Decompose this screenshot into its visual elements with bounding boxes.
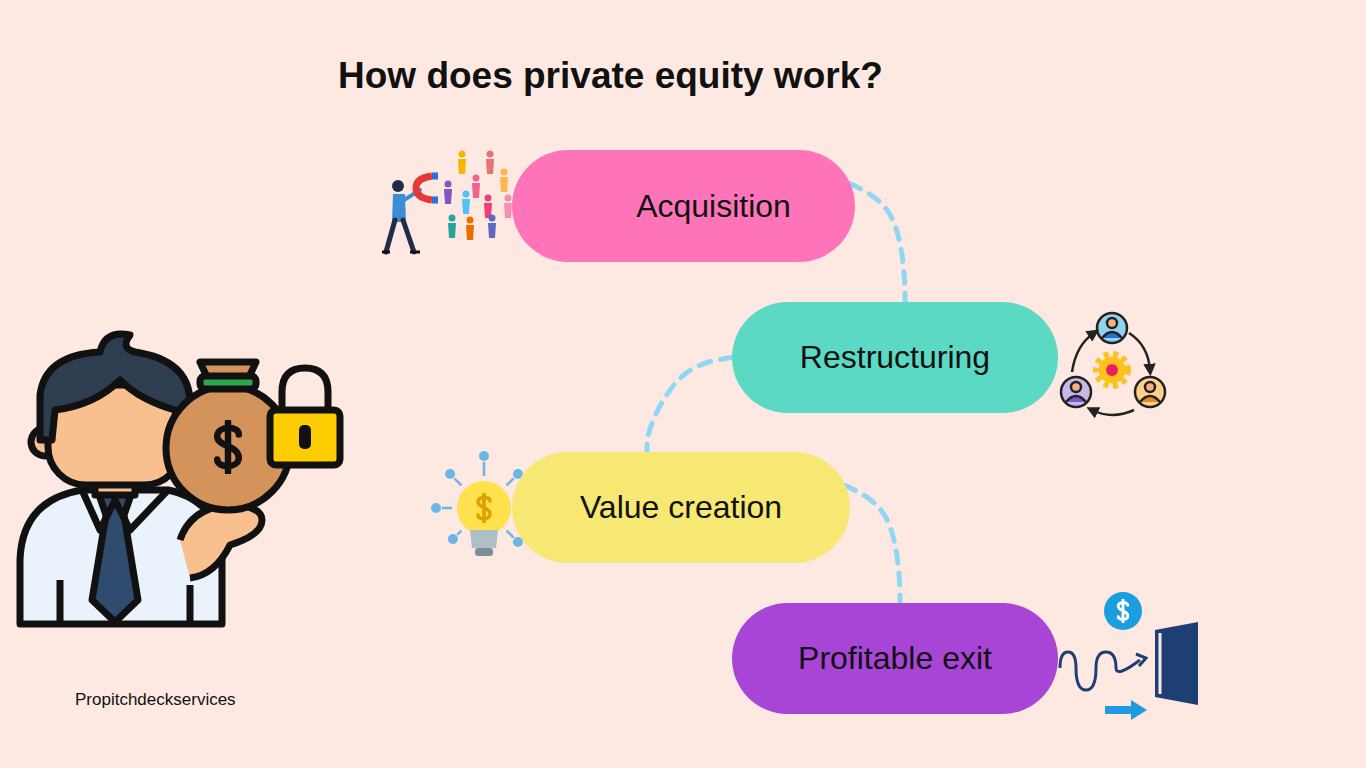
watermark: Propitchdeckservices [75,690,236,710]
person-icon [448,215,456,239]
ray [454,478,461,485]
person-icon [484,195,492,219]
step-label: Restructuring [800,339,990,376]
person-icon [462,191,470,215]
person-icon [444,181,452,205]
step-label: Value creation [580,489,782,526]
step-label: Acquisition [636,188,791,225]
dashed-connector [845,485,900,603]
dashed-connector [850,184,905,302]
ray [507,531,514,538]
title: How does private equity work? [338,55,883,97]
process-pill: Restructuring [732,302,1058,413]
person-icon [500,169,508,193]
dashed-connector [647,358,732,453]
ray-dot [431,503,441,513]
person-icon [488,215,496,239]
ray [507,478,514,485]
people-crowd [444,151,512,241]
person-icon [486,151,494,175]
process-pill: Profitable exit [732,603,1058,714]
person-icon [504,195,512,219]
person-icon [472,175,480,199]
ray-dot [445,469,455,479]
padlock [270,368,340,465]
ray [483,462,486,476]
ray [457,531,461,535]
gear-cycle-icon [1061,313,1165,415]
ray-dot [448,534,458,544]
process-pill: Value creation [512,452,850,563]
step-label: Profitable exit [798,640,992,677]
ray-dot [479,451,489,461]
person-icon [458,151,466,175]
person-icon [466,217,474,241]
process-pill: Acquisition [512,150,855,262]
magnet-man-icon [382,176,438,252]
ray [442,507,452,510]
exit-icon [1060,592,1198,720]
